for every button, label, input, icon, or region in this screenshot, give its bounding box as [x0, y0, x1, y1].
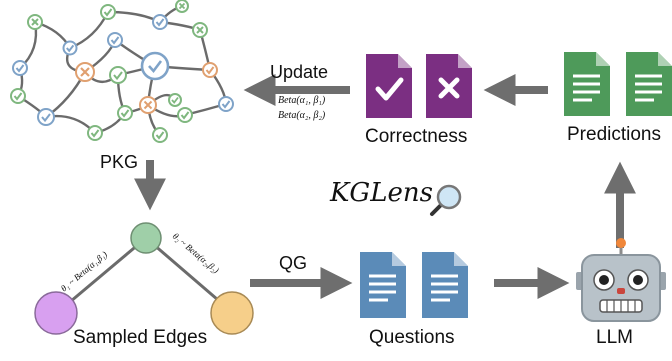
prediction-docs	[564, 52, 672, 116]
pkg-label: PKG	[100, 152, 139, 172]
predictions-label: Predictions	[567, 124, 661, 145]
update-label: Update	[270, 62, 329, 82]
node-blue-check-icon	[218, 96, 234, 112]
sampled-edges-label: Sampled Edges	[73, 327, 208, 348]
node-blue-check-large-icon	[140, 51, 170, 81]
node-green-check-icon	[152, 127, 168, 143]
correctness-docs	[366, 54, 472, 118]
beta-2-formula: Beta(α₂, β₂)	[278, 110, 326, 121]
pkg-nodes	[10, 0, 234, 143]
node-orange-check-icon	[202, 62, 218, 78]
sampled-edges-graph: θ₁ ~ Beta(α₁,β₁) θ₂ ~ Beta(α₂,β₂)	[34, 222, 254, 335]
flow-arrows	[134, 74, 636, 299]
node-blue-check-icon	[12, 60, 28, 76]
node-orange-x-icon	[139, 96, 157, 114]
doc-lines-icon	[564, 52, 610, 116]
qg-label: QG	[279, 253, 308, 273]
questions-label: Questions	[369, 327, 455, 348]
node-green-check-icon	[10, 88, 26, 104]
node-green-check-icon	[109, 66, 127, 84]
node-blue-check-icon	[152, 14, 168, 30]
kglens-brand-title: KGLens	[330, 178, 433, 208]
doc-lines-icon	[422, 252, 468, 318]
node-blue-check-icon	[62, 40, 78, 56]
node-green-x-icon	[192, 22, 208, 38]
sampled-node-right	[210, 291, 254, 335]
node-blue-check-icon	[107, 32, 123, 48]
node-green-x-icon	[175, 0, 189, 13]
doc-cross-icon	[426, 54, 472, 118]
theta-1-formula: θ₁ ~ Beta(α₁,β₁)	[59, 249, 109, 293]
doc-lines-icon	[626, 52, 672, 116]
sampled-node-top	[130, 222, 162, 254]
node-green-check-icon	[177, 107, 193, 123]
node-green-check-icon	[168, 93, 182, 107]
node-green-check-icon	[100, 4, 116, 20]
theta-2-formula: θ₂ ~ Beta(α₂,β₂)	[171, 231, 221, 275]
node-blue-check-icon	[37, 108, 55, 126]
correctness-label: Correctness	[365, 126, 468, 147]
node-green-check-icon	[87, 125, 103, 141]
sampled-node-left	[34, 291, 78, 335]
beta-1-formula: Beta(α₁, β₁)	[278, 95, 326, 106]
llm-label: LLM	[596, 327, 633, 348]
node-orange-x-icon	[75, 62, 95, 82]
magnifier-icon	[430, 184, 462, 216]
robot-icon	[576, 238, 666, 322]
node-green-check-icon	[117, 105, 133, 121]
doc-check-icon	[366, 54, 412, 118]
doc-lines-icon	[360, 252, 406, 318]
node-green-x-icon	[27, 14, 43, 30]
question-docs	[360, 252, 468, 318]
